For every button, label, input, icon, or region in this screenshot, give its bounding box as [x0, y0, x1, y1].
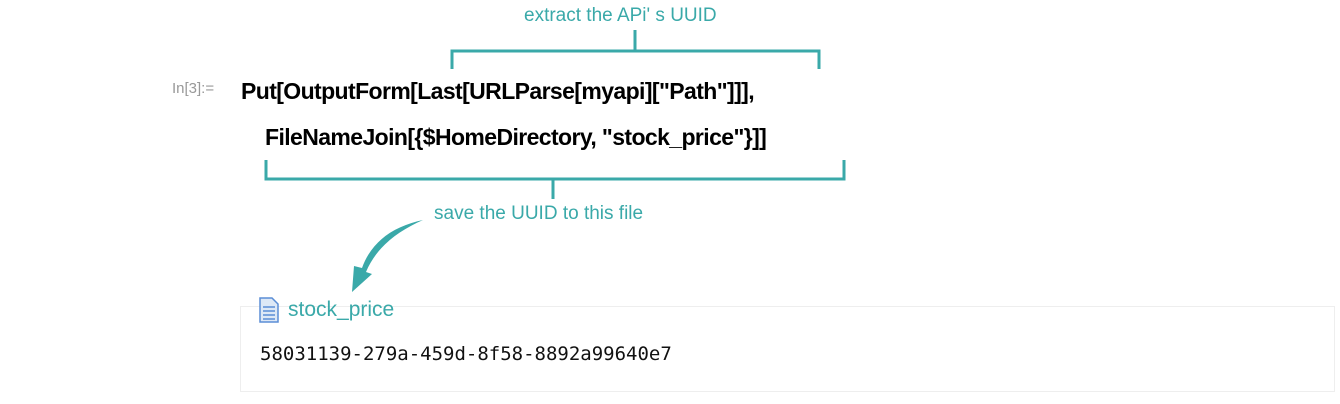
code-line-2[interactable]: FileNameJoin[{$HomeDirectory, "stock_pri… [265, 124, 767, 150]
file-content-box [240, 306, 1335, 392]
document-icon [259, 297, 279, 323]
bottom-bracket [264, 160, 846, 199]
code-line-1[interactable]: Put[OutputForm[Last[URLParse[myapi]["Pat… [241, 78, 755, 104]
annotation-save-uuid: save the UUID to this file [434, 203, 644, 224]
cell-label: In[3]:= [172, 80, 215, 97]
file-name[interactable]: stock_price [288, 298, 395, 321]
annotation-extract-uuid: extract the APi' s UUID [524, 5, 717, 26]
curved-arrow-icon [352, 220, 423, 292]
top-bracket [450, 30, 821, 69]
file-content: 58031139-279a-459d-8f58-8892a99640e7 [260, 343, 672, 365]
annotation-brackets [264, 30, 846, 292]
